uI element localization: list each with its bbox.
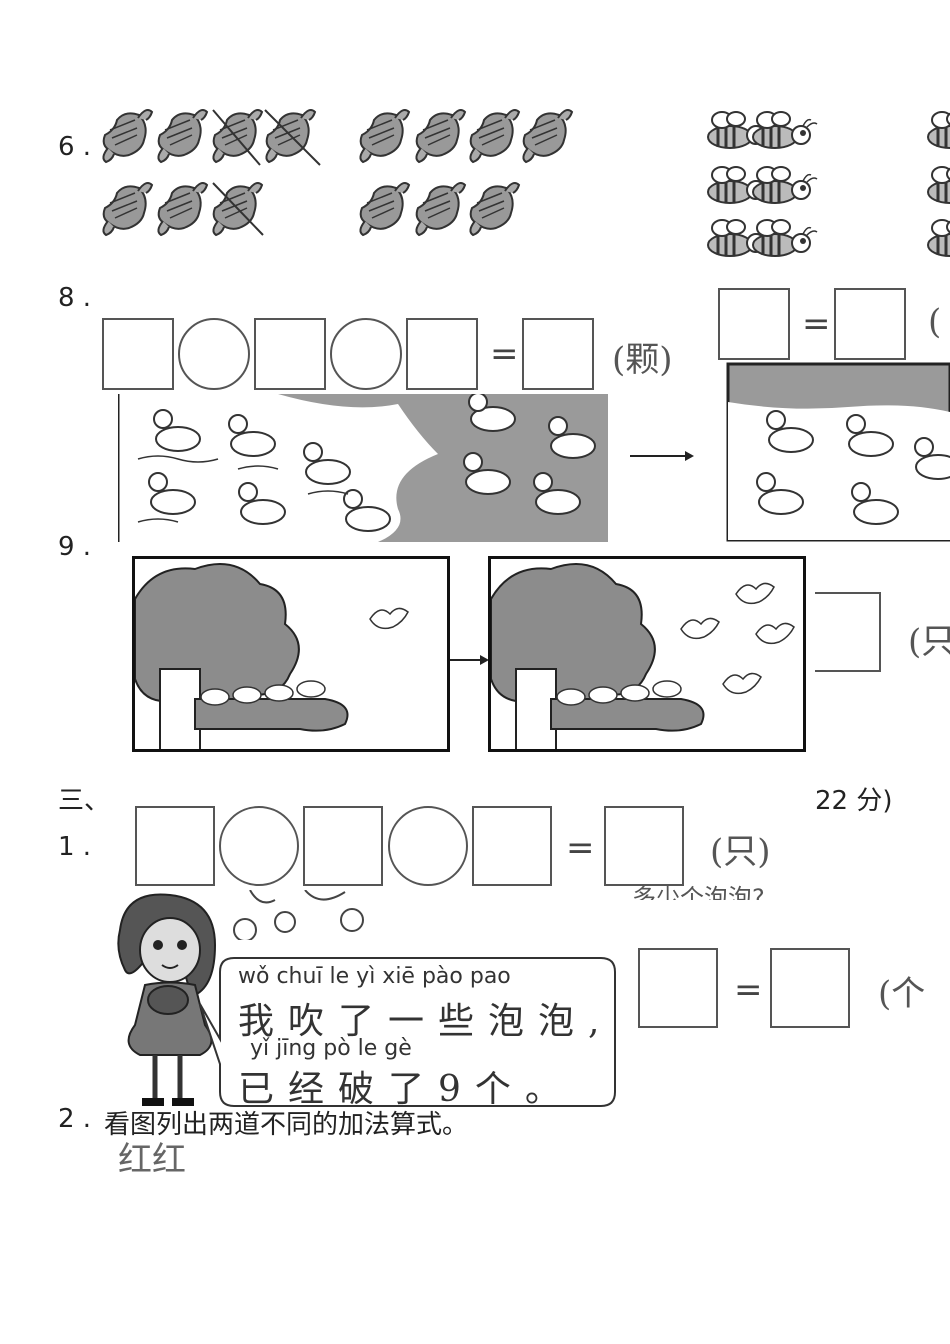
- question-text: 看图列出两道不同的加法算式。: [104, 1110, 469, 1140]
- answer-box[interactable]: [718, 288, 790, 360]
- speech-text-line-1: 我吹了一些泡泡,: [238, 1001, 614, 1042]
- tree-bird-panel-after: [488, 556, 806, 752]
- equals-sign: =: [490, 334, 519, 374]
- operator-circle[interactable]: [219, 806, 299, 886]
- speech-text-line-2: 已经破了9个。: [238, 1069, 575, 1110]
- pinyin-line-1: wǒ chuī le yì xiē pào pao: [238, 964, 511, 989]
- unit-label: (个: [878, 974, 926, 1014]
- answer-box[interactable]: [522, 318, 594, 390]
- duck-pond-scene: [118, 394, 608, 542]
- arrow-icon: [450, 655, 489, 665]
- pinyin-line-2: yǐ jīng pò le gè: [250, 1036, 412, 1061]
- girl-illustration: [117, 893, 217, 1106]
- arrow-icon: [630, 451, 694, 461]
- equals-sign: =: [734, 970, 763, 1010]
- unit-label: (: [928, 302, 942, 342]
- section-score: 22 分): [815, 786, 893, 816]
- unit-label: (颗): [612, 340, 673, 380]
- operator-circle[interactable]: [388, 806, 468, 886]
- answer-box[interactable]: [472, 806, 552, 886]
- question-number-6: 6 .: [58, 132, 92, 162]
- answer-box[interactable]: [406, 318, 478, 390]
- answer-box[interactable]: [254, 318, 326, 390]
- duck-pond-scene-after: [726, 362, 950, 542]
- answer-box[interactable]: [135, 806, 215, 886]
- answer-box[interactable]: [604, 806, 684, 886]
- equals-sign: =: [802, 304, 831, 344]
- operator-circle[interactable]: [330, 318, 402, 390]
- question-number-8: 8 .: [58, 283, 92, 313]
- speech-bubble: [199, 957, 616, 1107]
- question-number-1: 1 .: [58, 832, 92, 862]
- answer-box[interactable]: [638, 948, 718, 1028]
- unit-label: (只): [710, 832, 771, 872]
- equals-sign: =: [566, 828, 595, 868]
- question-number-9: 9 .: [58, 532, 92, 562]
- answer-box[interactable]: [303, 806, 383, 886]
- answer-box[interactable]: [102, 318, 174, 390]
- tree-bird-panel-before: [132, 556, 450, 752]
- girl-name-label: 红红: [118, 1140, 186, 1180]
- bubbles-illustration: [233, 890, 364, 940]
- partial-question-text: 多少个泡泡?: [632, 884, 765, 900]
- answer-box[interactable]: [770, 948, 850, 1028]
- candy-and-bee-illustration: [102, 109, 950, 258]
- unit-label: (只: [908, 622, 950, 662]
- answer-box[interactable]: [834, 288, 906, 360]
- operator-circle[interactable]: [178, 318, 250, 390]
- section-heading: 三、: [58, 786, 111, 816]
- answer-box[interactable]: [815, 592, 881, 672]
- question-number-2: 2 .: [58, 1104, 92, 1134]
